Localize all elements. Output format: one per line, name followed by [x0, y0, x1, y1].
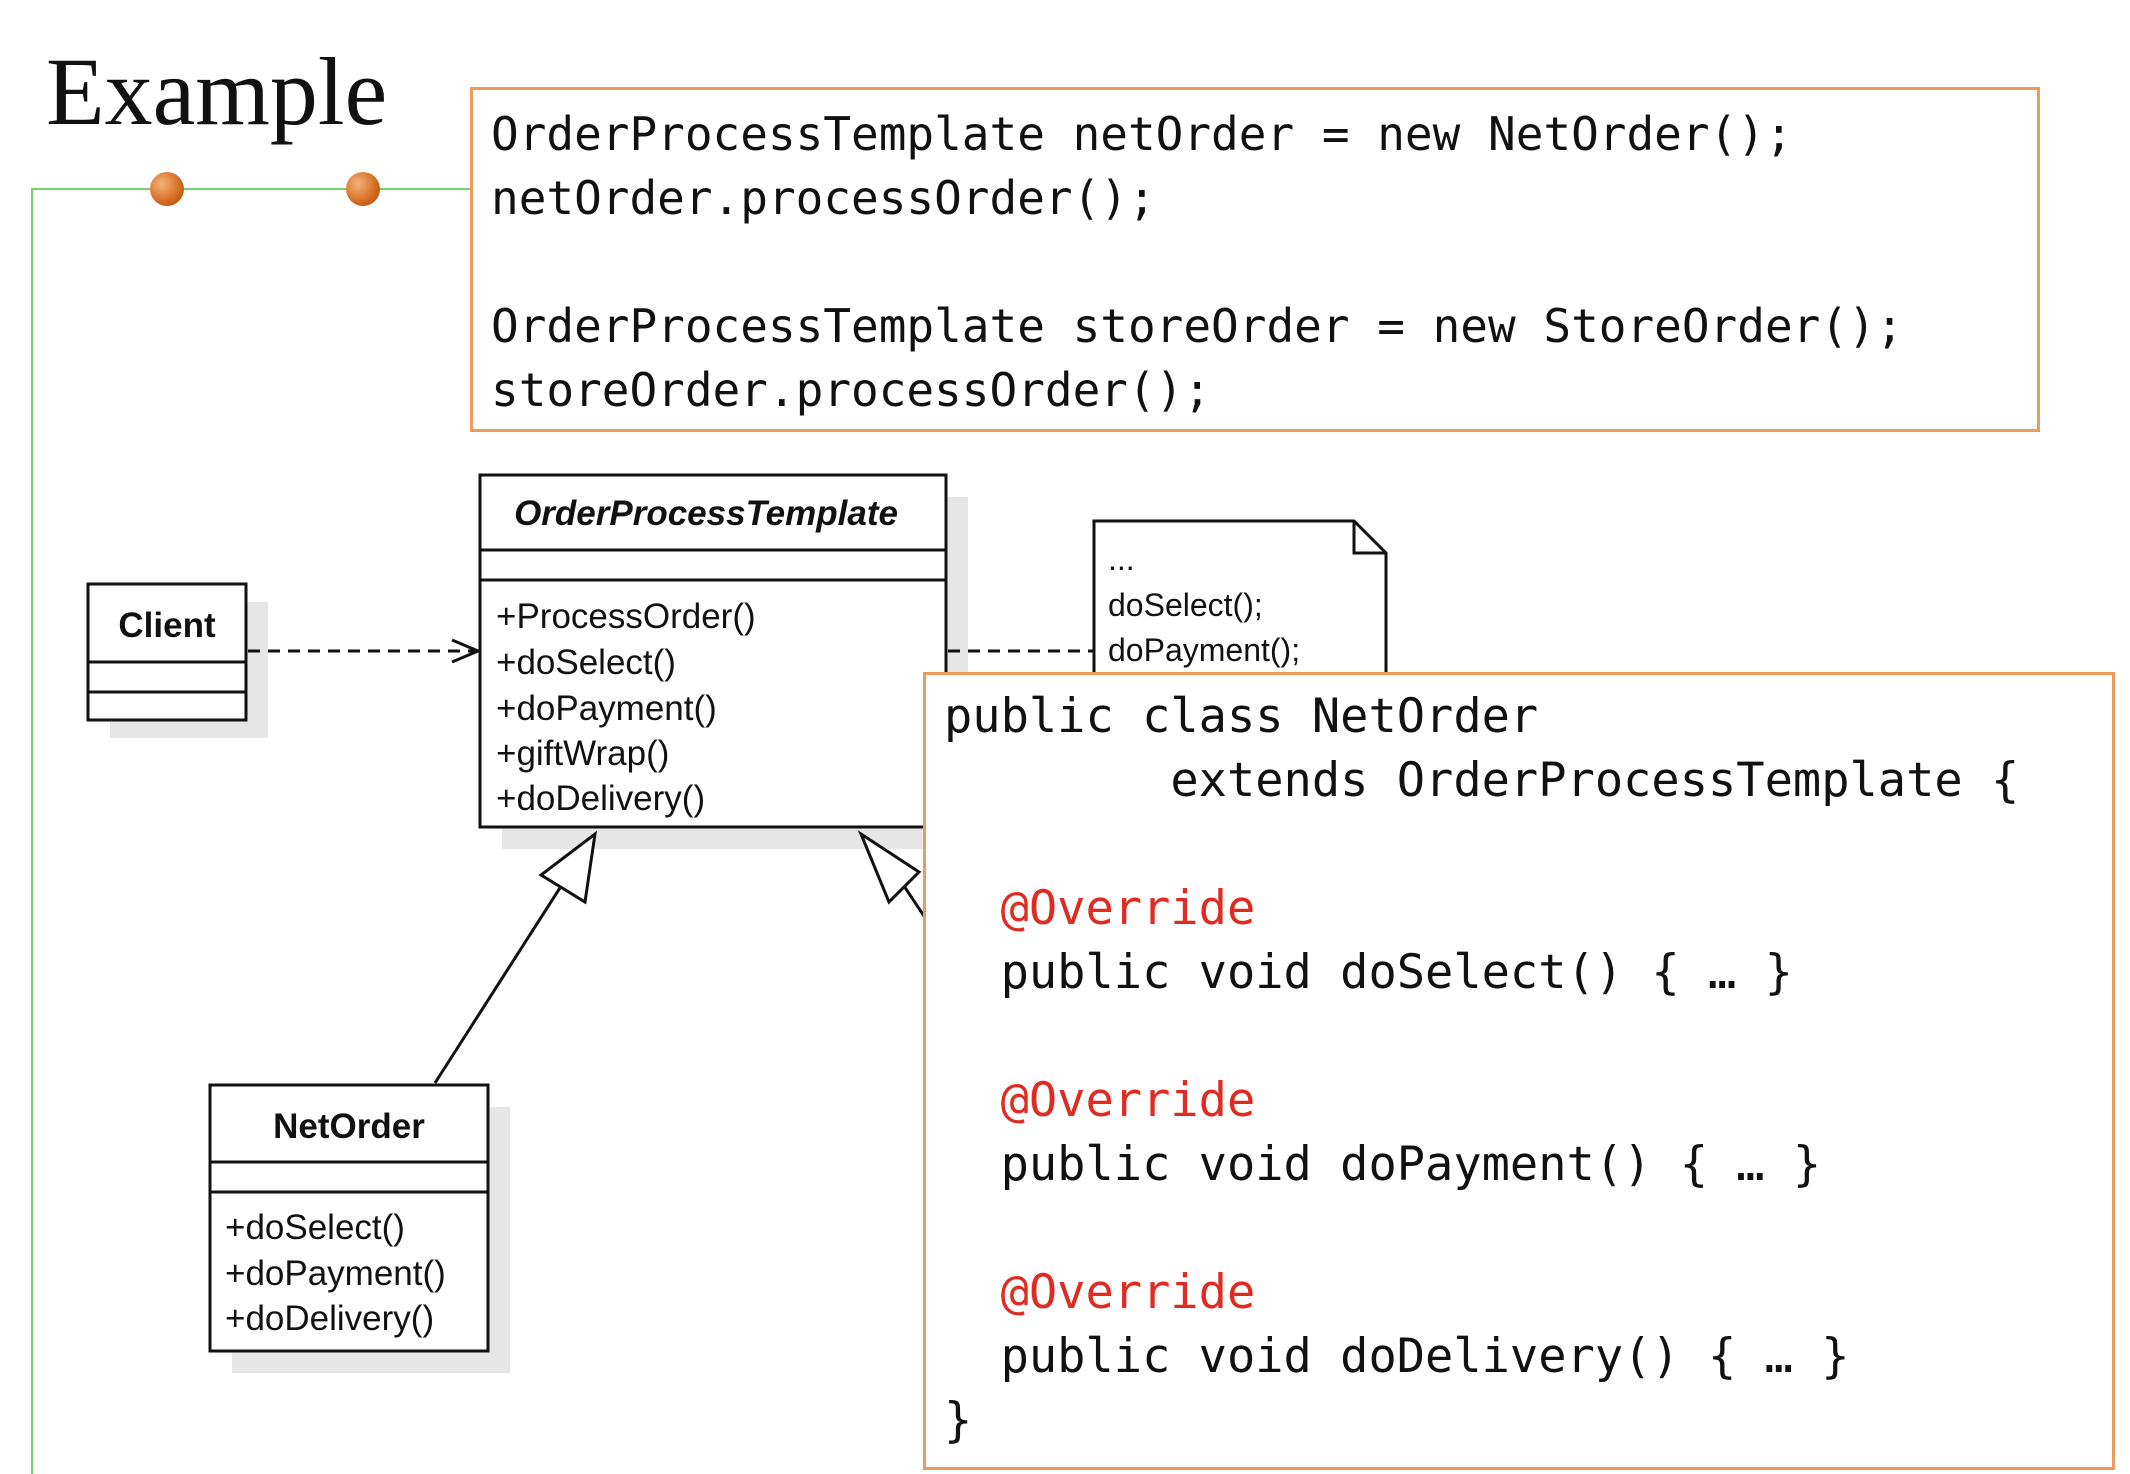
code-line: OrderProcessTemplate storeOrder = new St…	[491, 299, 1904, 353]
netorder-class: NetOrder +doSelect() +doPayment() +doDel…	[208, 1083, 510, 1373]
code-line	[944, 1197, 2094, 1261]
code-line: netOrder.processOrder();	[491, 171, 1156, 225]
template-method: +giftWrap()	[496, 734, 669, 773]
hollow-triangle-icon	[857, 830, 922, 905]
client-class-name: Client	[118, 606, 216, 645]
template-method: +doDelivery()	[496, 779, 705, 818]
template-method: +ProcessOrder()	[496, 597, 756, 636]
template-class: OrderProcessTemplate +ProcessOrder() +do…	[478, 473, 968, 849]
netorder-method: +doDelivery()	[225, 1299, 434, 1338]
template-method: +doSelect()	[496, 643, 676, 682]
code-line: }	[944, 1393, 973, 1448]
client-code-box: OrderProcessTemplate netOrder = new NetO…	[470, 87, 2040, 432]
note-fold	[1352, 521, 1386, 555]
code-line: extends OrderProcessTemplate {	[944, 753, 2020, 808]
template-box	[478, 473, 948, 829]
bullet-dot-icon	[150, 172, 184, 206]
override-annotation: @Override	[944, 1265, 1256, 1320]
bullet-dot-icon	[346, 172, 380, 206]
note-line: doPayment();	[1108, 632, 1300, 668]
client-class: Client	[86, 582, 268, 738]
generalization-line	[433, 879, 567, 1084]
code-line: OrderProcessTemplate netOrder = new NetO…	[491, 107, 1793, 161]
code-line: public void doSelect() { … }	[944, 945, 1793, 1000]
note-box	[1092, 519, 1388, 682]
template-method: +doPayment()	[496, 689, 717, 728]
code-line: storeOrder.processOrder();	[491, 363, 1212, 417]
left-guide-line	[31, 188, 33, 1474]
override-annotation: @Override	[944, 881, 1256, 936]
code-line: public void doDelivery() { … }	[944, 1329, 1850, 1384]
note-line: doSelect();	[1108, 587, 1263, 623]
netorder-method: +doPayment()	[225, 1254, 446, 1293]
netorder-class-name: NetOrder	[273, 1107, 425, 1146]
slide-title: Example	[46, 38, 388, 145]
open-arrowhead-icon	[451, 638, 482, 664]
netorder-box	[208, 1083, 490, 1353]
code-line	[944, 813, 2094, 877]
client-box	[86, 582, 248, 722]
netorder-code-box: public class NetOrder extends OrderProce…	[923, 672, 2115, 1470]
inheritance-arrow	[433, 830, 598, 1084]
template-class-name: OrderProcessTemplate	[514, 494, 898, 533]
override-annotation: @Override	[944, 1073, 1256, 1128]
code-line: public void doPayment() { … }	[944, 1137, 1822, 1192]
code-line	[944, 1005, 2094, 1069]
note-line: ...	[1108, 541, 1135, 577]
code-line: public class NetOrder	[944, 689, 1539, 744]
netorder-method: +doSelect()	[225, 1208, 405, 1247]
hollow-triangle-icon	[538, 830, 598, 905]
comment-note: ... doSelect(); doPayment();	[1092, 519, 1388, 682]
top-guide-line	[31, 188, 471, 190]
dependency-arrow	[248, 638, 482, 664]
